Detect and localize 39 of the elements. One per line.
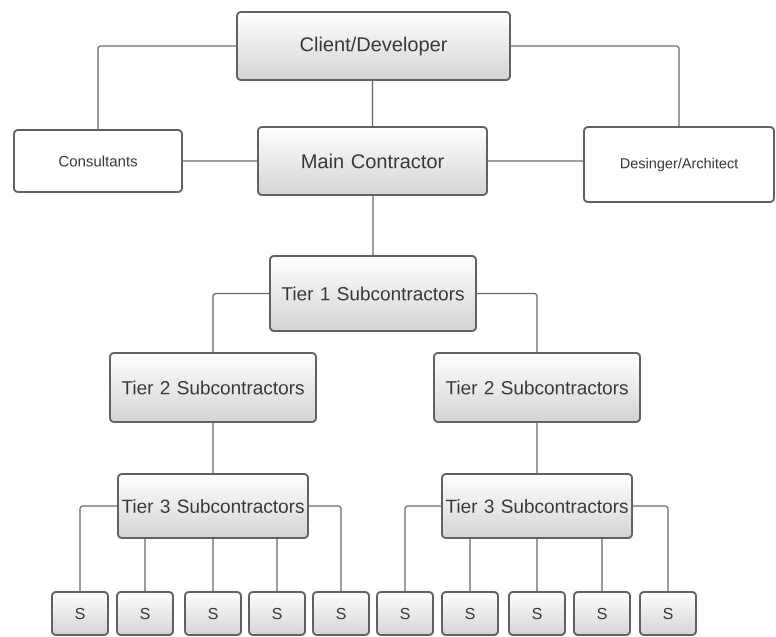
tier-box: Tier 3 Subcontractors [117,473,309,539]
connector [144,539,146,591]
connector [97,45,236,129]
subcontractor-box: S [441,591,499,636]
role-box: Consultants [13,129,183,193]
subcontractor-box: S [248,591,306,636]
connector [212,423,214,473]
connector [404,505,441,591]
connector [633,505,669,591]
subcontractor-box: S [116,591,174,636]
connector [601,539,603,591]
connector [183,160,257,162]
role-box: Client/Developer [236,11,511,81]
connector [536,539,538,591]
tier-box: Tier 2 Subcontractors [433,352,641,423]
connector [477,292,538,352]
connector [372,81,374,126]
subcontractor-box: S [51,591,109,636]
subcontractor-box: S [376,591,434,636]
connector [212,292,269,352]
connector [276,539,278,591]
connector [212,539,214,591]
tier-box: Tier 2 Subcontractors [109,352,317,423]
role-box: Main Contractor [257,126,488,196]
subcontractor-box: S [184,591,242,636]
connector [511,45,680,126]
connector [79,505,117,591]
role-box: Desinger/Architect [583,126,775,203]
subcontractor-box: S [573,591,631,636]
connector [488,160,583,162]
subcontractor-box: S [639,591,697,636]
subcontractor-box: S [312,591,370,636]
connector [536,423,538,473]
connector [469,539,471,591]
tier-box: Tier 3 Subcontractors [441,473,633,539]
connector [372,196,374,255]
connector [309,505,342,591]
tier-box: Tier 1 Subcontractors [269,255,477,332]
subcontractor-box: S [508,591,566,636]
